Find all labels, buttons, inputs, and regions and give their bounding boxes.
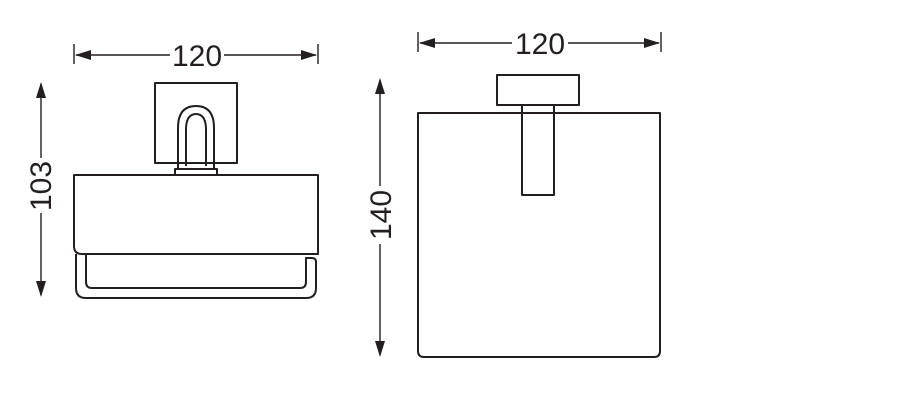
front-height-arrow-bottom: [36, 281, 46, 297]
side-stem: [521, 104, 555, 196]
front-view: 120 103: [25, 40, 319, 299]
side-height-dimension: 140: [365, 78, 398, 357]
front-width-arrow-left: [75, 50, 91, 60]
front-width-arrow-right: [301, 50, 317, 60]
side-width-label: 120: [515, 28, 565, 61]
side-width-arrow-left: [419, 38, 435, 48]
front-height-dimension: 103: [25, 82, 58, 297]
front-height-label: 103: [25, 161, 58, 211]
front-wall-plate: [154, 82, 238, 164]
front-cover: [73, 174, 319, 255]
front-roll-bar: [75, 254, 317, 299]
side-view: 120 140: [365, 28, 662, 358]
side-width-dimension: 120: [417, 28, 662, 61]
side-height-arrow-top: [375, 78, 385, 94]
front-width-dimension: 120: [73, 40, 319, 73]
front-arm-inner: [185, 113, 207, 166]
side-width-arrow-right: [644, 38, 660, 48]
front-width-label: 120: [172, 40, 222, 73]
side-cover: [417, 112, 661, 358]
front-height-arrow-top: [36, 82, 46, 98]
side-wall-bracket: [496, 74, 580, 106]
side-height-arrow-bottom: [375, 341, 385, 357]
front-arm: [177, 105, 215, 170]
side-height-label: 140: [365, 190, 398, 240]
